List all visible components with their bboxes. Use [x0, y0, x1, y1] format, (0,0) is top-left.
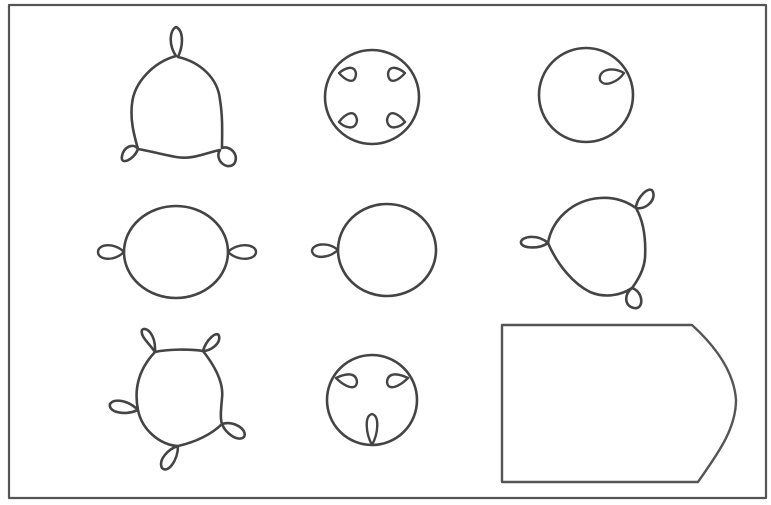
figure-r1c3 [537, 46, 635, 144]
inner-loop [337, 66, 358, 82]
figure-r3c1 [108, 327, 246, 471]
outer-loop [310, 243, 340, 259]
blank-answer-tab[interactable] [500, 323, 738, 484]
inner-loops [337, 66, 407, 129]
inner-loop [385, 112, 407, 129]
figure-r2c2 [310, 202, 438, 298]
loop-figure-circle [323, 48, 421, 146]
outer-loop [226, 244, 258, 260]
inner-loop [334, 373, 359, 389]
inner-loops [334, 373, 410, 447]
figure-r1c2 [323, 48, 421, 146]
outer-loop [96, 244, 126, 260]
figure-r2c1 [96, 204, 258, 300]
inner-loop [385, 373, 410, 389]
loop-figure-icon [108, 327, 246, 471]
figure-r2c3 [519, 188, 655, 310]
loop-figure-icon [120, 25, 238, 168]
figure-r3c2 [325, 353, 419, 447]
inner-loop [365, 412, 379, 447]
figure-r1c1 [120, 25, 238, 168]
puzzle-frame [7, 3, 768, 500]
inner-loop [337, 112, 359, 129]
loop-figure-circle [537, 46, 635, 144]
inner-loop [598, 68, 626, 85]
inner-loop [386, 66, 407, 82]
loop-figure-icon [519, 188, 655, 310]
